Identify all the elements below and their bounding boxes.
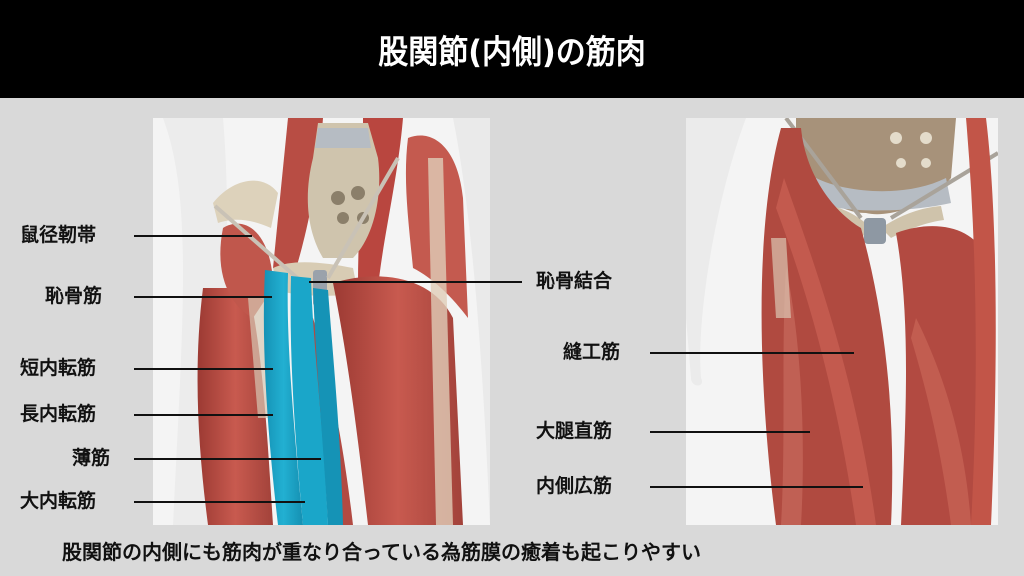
hip-muscle-illustration [153, 118, 490, 525]
label-pubic-symphysis: 恥骨結合 [536, 270, 613, 292]
label-adductor-brevis: 短内転筋 [20, 357, 97, 379]
adductor-longus-highlight [290, 276, 328, 525]
leader-line-gracilis [134, 458, 321, 460]
page-title: 股関節(内側)の筋肉 [378, 33, 646, 72]
leader-line-adductor-brevis [134, 368, 273, 370]
leader-line-pubic-symphysis [309, 281, 522, 283]
gracilis-highlight [313, 288, 343, 525]
label-adductor-longus: 長内転筋 [20, 403, 97, 425]
leader-line-rectus-femoris [650, 431, 810, 433]
thigh-muscle-illustration [686, 118, 998, 525]
label-sartorius: 縫工筋 [563, 341, 621, 363]
title-bar: 股関節(内側)の筋肉 [0, 0, 1024, 98]
anatomy-image-anterior-thigh [686, 118, 998, 525]
label-inguinal-ligament: 鼠径靭帯 [20, 224, 97, 246]
label-pectineus: 恥骨筋 [45, 285, 103, 307]
leader-line-vastus-medialis [650, 486, 863, 488]
leader-line-pectineus [134, 296, 272, 298]
leader-line-adductor-longus [134, 414, 273, 416]
leader-line-sartorius [650, 352, 854, 354]
label-rectus-femoris: 大腿直筋 [536, 420, 613, 442]
pectineus-highlight [263, 270, 303, 525]
label-adductor-magnus: 大内転筋 [20, 490, 97, 512]
label-vastus-medialis: 内側広筋 [536, 475, 613, 497]
caption-text: 股関節の内側にも筋肉が重なり合っている為筋膜の癒着も起こりやすい [62, 540, 701, 564]
leader-line-adductor-magnus [134, 501, 305, 503]
leader-line-inguinal-ligament [134, 235, 252, 237]
label-gracilis: 薄筋 [72, 447, 111, 469]
anatomy-image-hip-medial [153, 118, 490, 525]
